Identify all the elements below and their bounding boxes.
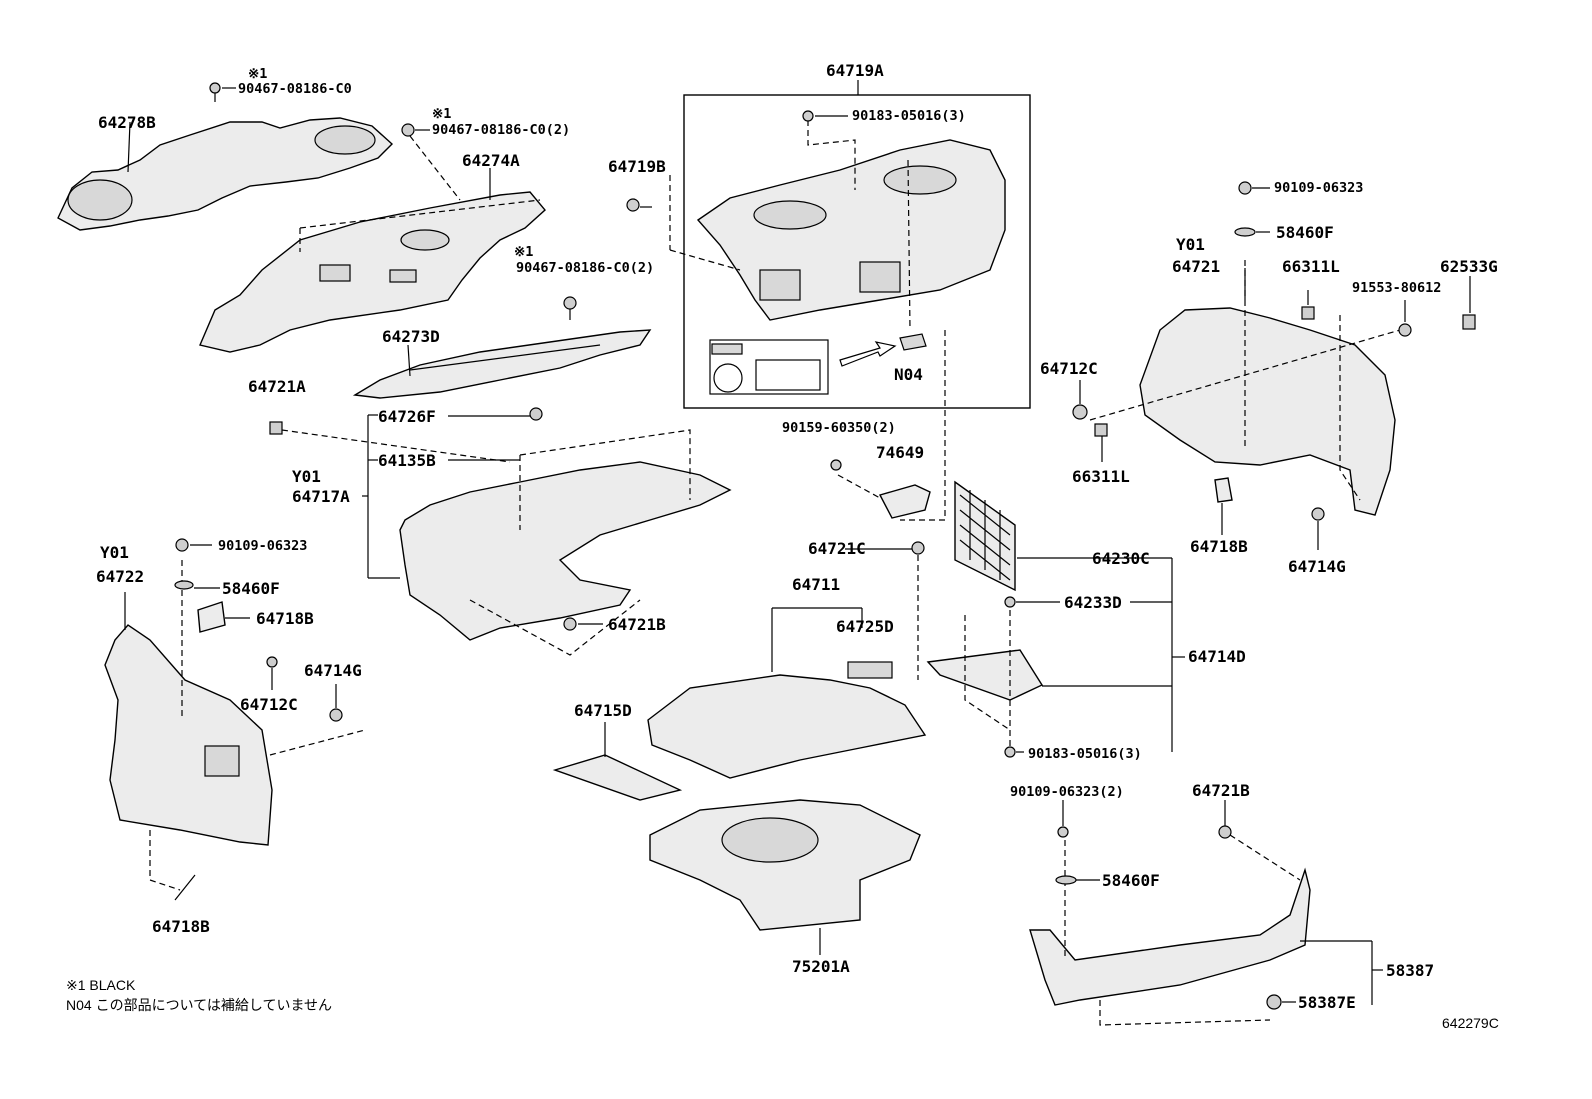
label-64230C: 64230C xyxy=(1092,549,1150,568)
part-64717A-shape xyxy=(399,429,732,656)
label-91553-80612: 91553-80612 xyxy=(1352,280,1441,296)
part-64274A-shape xyxy=(199,191,546,353)
part-64230C-shape xyxy=(954,480,1016,592)
label-64718B-right: 64718B xyxy=(1190,537,1248,556)
label-64721B-bottom: 64721B xyxy=(1192,781,1250,800)
label-64718B-left: 64718B xyxy=(256,609,314,628)
label-64721: 64721 xyxy=(1172,257,1220,276)
leader-lines xyxy=(124,87,1471,1003)
label-58460F-bottom: 58460F xyxy=(1102,871,1160,890)
label-90183-05016-top: 90183-05016(3) xyxy=(852,108,966,124)
part-64718B-bottom-shape xyxy=(174,874,196,901)
label-64718B-bottom: 64718B xyxy=(152,917,210,936)
part-64711-shape xyxy=(647,607,927,779)
label-N04: N04 xyxy=(894,365,923,384)
label-Y01-right: Y01 xyxy=(1176,235,1205,254)
label-64719A: 64719A xyxy=(826,61,884,80)
label-64714D: 64714D xyxy=(1188,647,1246,666)
figure-id: 642279C xyxy=(1442,1015,1499,1031)
label-58460F-right: 58460F xyxy=(1276,223,1334,242)
label-64278B: 64278B xyxy=(98,113,156,132)
label-64274A: 64274A xyxy=(462,151,520,170)
mark-1-b: ※1 xyxy=(432,106,451,122)
part-64278B-shape xyxy=(57,117,394,231)
mark-1-a: ※1 xyxy=(248,66,267,82)
label-64714G-right: 64714G xyxy=(1288,557,1346,576)
label-64135B: 64135B xyxy=(378,451,436,470)
label-58387E: 58387E xyxy=(1298,993,1356,1012)
part-64273D-shape xyxy=(352,329,652,399)
label-64714G-left: 64714G xyxy=(304,661,362,680)
label-64715D: 64715D xyxy=(574,701,632,720)
label-64721C: 64721C xyxy=(808,539,866,558)
label-90467-08186-C0-2b: 90467-08186-C0(2) xyxy=(516,260,654,276)
label-64273D: 64273D xyxy=(382,327,440,346)
label-64722: 64722 xyxy=(96,567,144,586)
label-64721B-center: 64721B xyxy=(608,615,666,634)
label-90183-05016-bottom: 90183-05016(3) xyxy=(1028,746,1142,762)
label-64719B: 64719B xyxy=(608,157,666,176)
labels: ※1 90467-08186-C0 64278B ※1 90467-08186-… xyxy=(66,61,1499,1031)
label-Y01-left: Y01 xyxy=(100,543,129,562)
part-64714D-shape xyxy=(926,610,1044,750)
part-64719A-group xyxy=(683,80,1031,409)
label-90467-08186-C0: 90467-08186-C0 xyxy=(238,81,352,97)
part-74649-shape xyxy=(837,330,946,521)
label-64712C-left: 64712C xyxy=(240,695,298,714)
label-62533G: 62533G xyxy=(1440,257,1498,276)
label-58460F-left: 58460F xyxy=(222,579,280,598)
part-75201A-shape xyxy=(649,799,921,955)
label-64726F: 64726F xyxy=(378,407,436,426)
label-74649: 74649 xyxy=(876,443,924,462)
part-64718B-left-shape xyxy=(197,601,226,633)
label-58387: 58387 xyxy=(1386,961,1434,980)
label-90467-08186-C0-2a: 90467-08186-C0(2) xyxy=(432,122,570,138)
label-66311L-bottom: 66311L xyxy=(1072,467,1130,486)
note-n04: N04 この部品については補給していません xyxy=(66,997,332,1013)
label-90159-60350: 90159-60350(2) xyxy=(782,420,896,436)
label-90109-06323-right: 90109-06323 xyxy=(1274,180,1363,196)
part-64722-shape xyxy=(104,560,366,891)
label-64717A: 64717A xyxy=(292,487,350,506)
fasteners xyxy=(174,82,1476,1010)
label-90109-06323-left: 90109-06323 xyxy=(218,538,307,554)
label-Y01-center: Y01 xyxy=(292,467,321,486)
part-64715D-shape xyxy=(552,722,683,801)
part-58387-shape xyxy=(1029,834,1383,1026)
note-black: ※1 BLACK xyxy=(66,977,136,993)
label-90109-06323-bottom: 90109-06323(2) xyxy=(1010,784,1124,800)
label-64721A: 64721A xyxy=(248,377,306,396)
label-64725D: 64725D xyxy=(836,617,894,636)
label-64711: 64711 xyxy=(792,575,840,594)
label-64712C-right: 64712C xyxy=(1040,359,1098,378)
label-66311L-top: 66311L xyxy=(1282,257,1340,276)
label-75201A: 75201A xyxy=(792,957,850,976)
mark-1-c: ※1 xyxy=(514,244,533,260)
label-64233D: 64233D xyxy=(1064,593,1122,612)
part-64718B-right-shape xyxy=(1214,477,1233,503)
